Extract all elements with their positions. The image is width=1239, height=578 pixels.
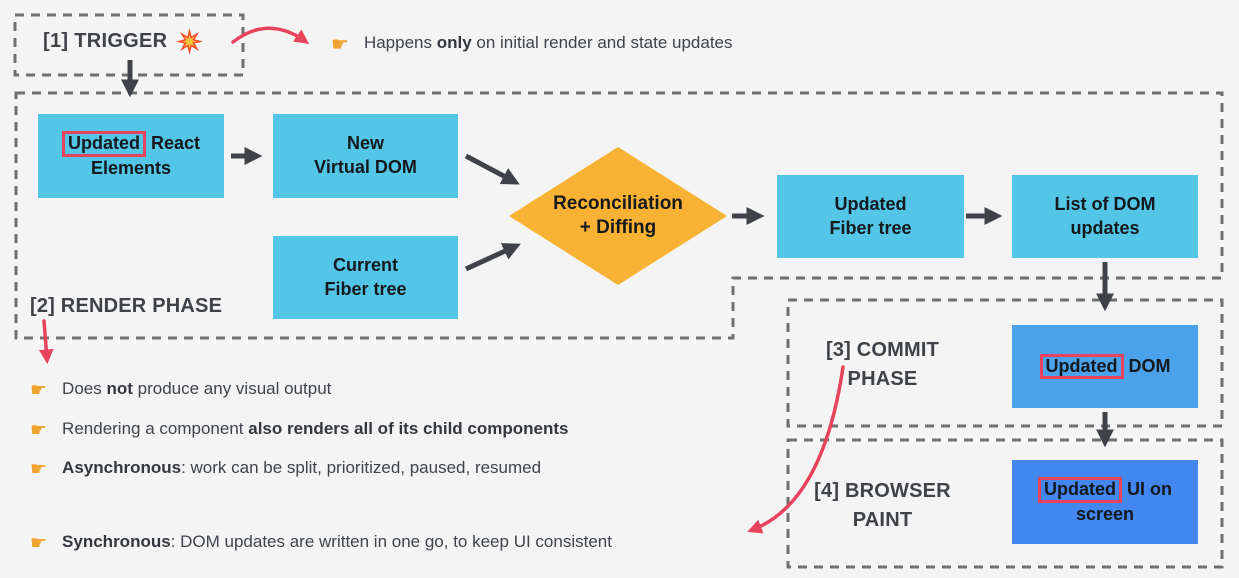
bullet-asynchronous: ☛ Asynchronous: work can be split, prior…: [30, 458, 541, 478]
commit-phase-border: [786, 298, 1224, 428]
render-phase-border: [14, 91, 1224, 340]
node-label-rest: React: [145, 133, 201, 154]
trigger-label: [1] TRIGGER: [43, 28, 204, 55]
explosion-icon: [176, 28, 204, 55]
note-post: on initial render and state updates: [471, 33, 733, 52]
bullet-text: Does not produce any visual output: [62, 379, 331, 399]
node-label-rest: DOM: [1123, 355, 1171, 376]
node-updated-dom: Updated DOM: [1012, 325, 1198, 408]
node-list-of-dom-updates: List of DOM updates: [1012, 175, 1198, 258]
highlight-updated: Updated: [1039, 353, 1124, 380]
arrow-vdom-to-diamond: [464, 153, 520, 185]
reconciliation-diamond: [509, 147, 727, 285]
arrow-trigger-note: [231, 26, 310, 44]
bullet-bold: also renders all of its child components: [248, 419, 569, 438]
node-label: Updated DOM: [1039, 353, 1171, 380]
bullet-text: Rendering a component also renders all o…: [62, 419, 568, 439]
trigger-note-text: Happens only on initial render and state…: [364, 33, 733, 53]
node-label-line2: screen: [1075, 504, 1135, 525]
commit-phase-label: [3] COMMIT PHASE: [825, 339, 940, 390]
bullet-post: produce any visual output: [132, 379, 332, 398]
node-label-rest: UI on: [1122, 479, 1172, 500]
node-current-fiber-tree: Current Fiber tree: [273, 236, 458, 319]
bullet-synchronous: ☛ Synchronous: DOM updates are written i…: [30, 532, 612, 552]
note-pre: Happens: [363, 33, 437, 52]
node-new-virtual-dom: New Virtual DOM: [273, 114, 458, 198]
pointing-finger-icon: ☛: [30, 378, 48, 401]
highlight-updated: Updated: [61, 131, 146, 158]
bullet-pre: Rendering a component: [62, 419, 249, 438]
browser-paint-border: [786, 438, 1224, 569]
bullet-bold: Asynchronous: [62, 458, 182, 477]
pointing-finger-icon: ☛: [30, 531, 48, 554]
bullet-text: Asynchronous: work can be split, priorit…: [62, 458, 541, 478]
trigger-note: ☛ Happens only on initial render and sta…: [331, 32, 733, 56]
bullet-text: Synchronous: DOM updates are written in …: [62, 532, 612, 552]
node-label: Updated UI on screen: [1038, 477, 1172, 527]
browser-paint-label: [4] BROWSER PAINT: [814, 480, 951, 531]
node-label-line2: Elements: [90, 158, 172, 179]
render-phase-label: [2] RENDER PHASE: [30, 295, 223, 317]
note-bold: only: [436, 33, 472, 52]
arrow-commit-note: [747, 365, 845, 534]
arrow-render-note: [38, 319, 54, 365]
node-updated-fiber-tree: Updated Fiber tree: [777, 175, 964, 258]
trigger-label-text: [1] TRIGGER: [43, 30, 168, 52]
arrow-fiber-to-diamond: [464, 243, 521, 272]
bullet-render-visual-output: ☛ Does not produce any visual output: [30, 379, 331, 399]
node-updated-ui-on-screen: Updated UI on screen: [1012, 460, 1198, 544]
reconciliation-diamond-label: Reconciliation + Diffing: [553, 193, 683, 238]
pointing-finger-icon: ☛: [331, 32, 349, 56]
highlight-updated: Updated: [1038, 477, 1122, 504]
pointing-finger-icon: ☛: [30, 457, 48, 480]
bullet-pre: Does: [62, 379, 107, 398]
bullet-child-components: ☛ Rendering a component also renders all…: [30, 419, 568, 439]
bullet-post: : DOM updates are written in one go, to …: [170, 532, 612, 551]
bullet-bold: not: [106, 379, 133, 398]
bullet-post: : work can be split, prioritized, paused…: [181, 458, 542, 477]
bullet-bold: Synchronous: [62, 532, 171, 551]
pointing-finger-icon: ☛: [30, 418, 48, 441]
